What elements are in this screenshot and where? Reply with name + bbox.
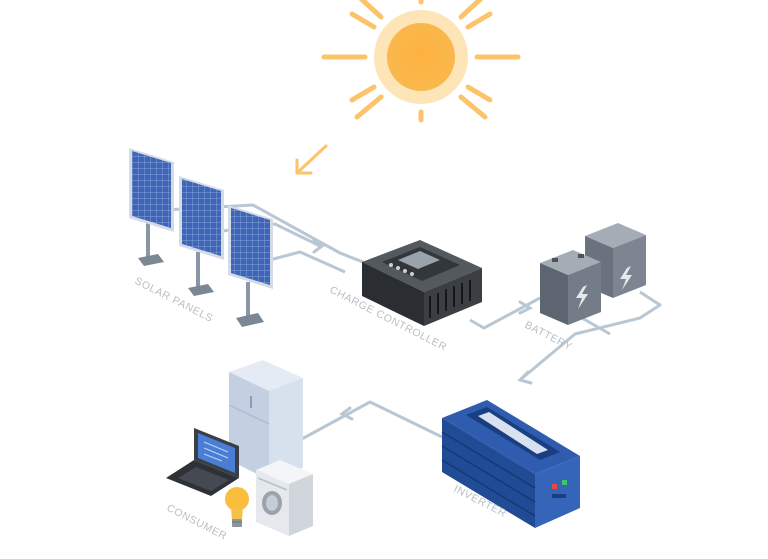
label-solar-panels: SOLAR PANELS <box>133 275 215 325</box>
solar-panel-2 <box>179 176 224 296</box>
sun-icon <box>321 0 521 123</box>
refrigerator-icon <box>228 360 303 480</box>
laptop-icon <box>166 428 239 496</box>
label-consumer: CONSUMER <box>165 502 229 543</box>
charge-controller <box>362 240 482 326</box>
consumer <box>166 360 313 536</box>
solar-panel-3 <box>228 205 273 327</box>
flow-arrows <box>312 238 534 421</box>
solar-panel-1 <box>129 148 174 266</box>
light-bulb-icon <box>225 487 249 527</box>
inverter <box>441 400 580 528</box>
battery <box>540 223 646 325</box>
sunlight-arrow-icon <box>295 144 328 175</box>
solar-panels <box>129 148 273 327</box>
washing-machine-icon <box>256 460 313 536</box>
